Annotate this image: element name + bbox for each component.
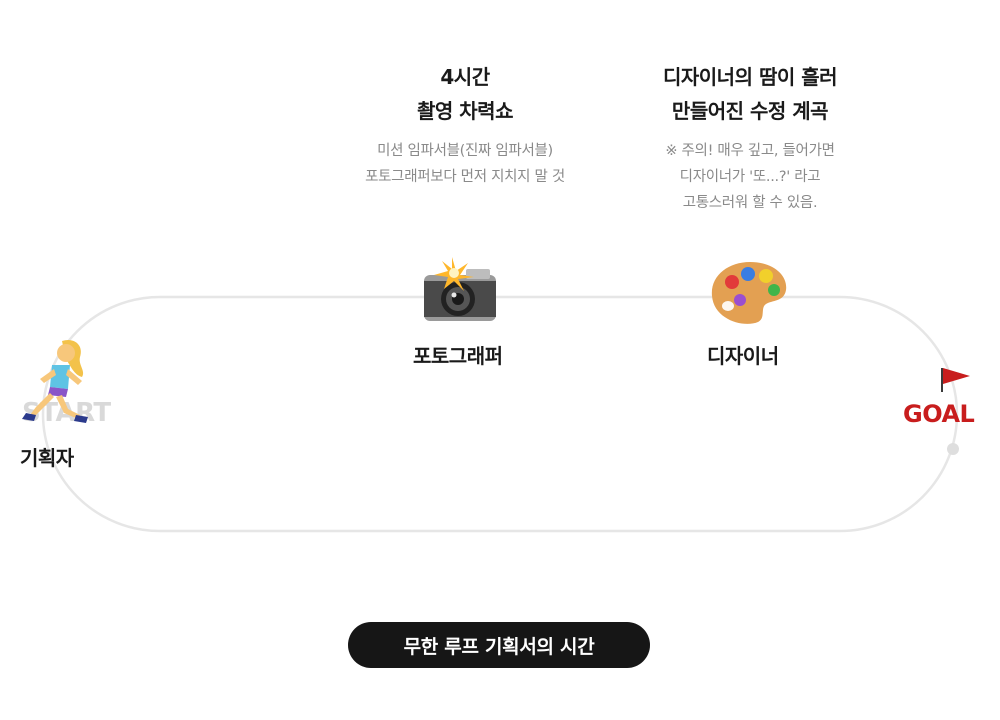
photographer-description: 미션 임파서블(진짜 임파서블) 포토그래퍼보다 먼저 지치지 말 것 [335,138,595,190]
station-label-planner: 기획자 [20,446,74,470]
station-label-designer: 디자이너 [707,344,779,368]
designer-desc-line: 디자이너가 '또...?' 라고 [679,169,821,185]
photographer-heading-line: 촬영 차력쇼 [417,99,513,123]
goal-marker-dot [947,443,959,455]
designer-info: 디자이너의 땀이 흘러 만들어진 수정 계곡 ※ 주의! 매우 깊고, 들어가면… [620,60,880,216]
photographer-info: 4시간 촬영 차력쇼 미션 임파서블(진짜 임파서블) 포토그래퍼보다 먼저 지… [335,60,595,190]
goal-flag-icon [941,368,970,392]
goal-label: GOAL [903,400,975,428]
photographer-heading: 4시간 촬영 차력쇼 [335,60,595,128]
designer-heading: 디자이너의 땀이 흘러 만들어진 수정 계곡 [620,60,880,128]
designer-heading-line: 디자이너의 땀이 흘러 [662,65,838,89]
artist-palette-icon [711,262,787,324]
infinite-loop-button-label: 무한 루프 기획서의 시간 [403,635,595,658]
station-label-photographer: 포토그래퍼 [413,344,503,368]
photographer-desc-line: 포토그래퍼보다 먼저 지치지 말 것 [365,169,565,185]
camera-flash-icon [424,257,496,321]
designer-desc-line: ※ 주의! 매우 깊고, 들어가면 [665,143,835,159]
photographer-heading-line: 4시간 [440,65,490,89]
designer-desc-line: 고통스러워 할 수 있음. [682,195,818,211]
infinite-loop-button[interactable]: 무한 루프 기획서의 시간 [348,622,650,668]
designer-heading-line: 만들어진 수정 계곡 [671,99,829,123]
photographer-desc-line: 미션 임파서블(진짜 임파서블) [377,143,553,159]
designer-description: ※ 주의! 매우 깊고, 들어가면 디자이너가 '또...?' 라고 고통스러워… [620,138,880,216]
running-woman-icon [22,339,88,423]
track-loop [41,295,959,533]
